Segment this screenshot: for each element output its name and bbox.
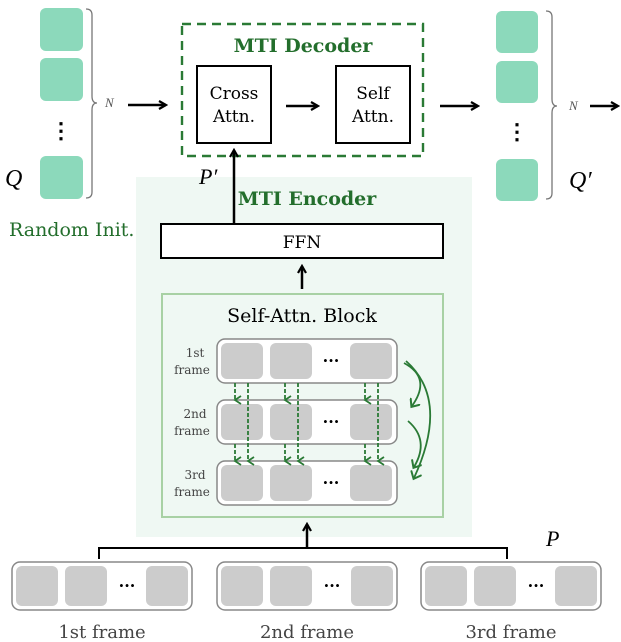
frame-row-label: 3rd [184, 468, 205, 482]
curved-arrow-1st-to-3rd [405, 360, 432, 478]
frame-token [270, 343, 312, 379]
frame-caption: 2nd frame [260, 622, 354, 642]
decoder-title: MTI Decoder [234, 35, 374, 57]
frame-caption: 3rd frame [465, 622, 556, 642]
frame-token [351, 566, 393, 606]
self-attn-box [335, 65, 411, 144]
cross-attn-label-line2: Attn. [212, 107, 255, 127]
output-query-brace [545, 10, 558, 200]
query-token [496, 61, 538, 103]
token-ellipsis: ··· [119, 576, 136, 595]
frame-token [221, 404, 263, 440]
encoder-output-label: P′ [198, 164, 218, 189]
self-attn-block-title: Self-Attn. Block [227, 305, 377, 327]
frame-token [221, 465, 263, 501]
cross-attn-label-line1: Cross [210, 84, 259, 104]
token-row: ··· [216, 460, 398, 506]
token-ellipsis: ··· [528, 576, 545, 595]
frame-token [221, 343, 263, 379]
frame-caption: 1st frame [58, 622, 145, 642]
frame-row-label: 2nd [183, 407, 206, 421]
ffn-label: FFN [283, 233, 322, 253]
random-init-caption: Random Init. [9, 219, 134, 241]
output-query-count: N [568, 98, 579, 113]
token-row: ··· [216, 561, 398, 611]
decoder-box [180, 22, 425, 158]
query-ellipsis: ⋮ [506, 119, 528, 145]
query-token [496, 159, 538, 201]
query-token [40, 156, 83, 199]
token-row: ··· [11, 561, 193, 611]
self-attn-label-line2: Attn. [351, 107, 394, 127]
query-token [496, 11, 538, 53]
frame-token [270, 404, 312, 440]
ffn-box [160, 223, 444, 259]
frame-row-label: frame [174, 485, 210, 499]
frame-token [221, 566, 263, 606]
input-query-brace [85, 8, 98, 199]
encoder-title: MTI Encoder [238, 188, 378, 210]
frame-token [350, 343, 392, 379]
frame-token [425, 566, 467, 606]
frame-token [65, 566, 107, 606]
cross-attn-box [196, 65, 272, 144]
input-query-label: Q [5, 166, 22, 192]
frame-token [555, 566, 597, 606]
frame-row-label: 1st [186, 346, 205, 360]
temporal-attention-arrows [233, 383, 385, 466]
output-query-label: Q′ [569, 168, 592, 194]
frame-token [146, 566, 188, 606]
query-ellipsis: ⋮ [50, 118, 72, 144]
input-query-stack: ⋮ [40, 8, 83, 199]
input-frames-label: P [545, 526, 559, 551]
curved-arrow-2nd-to-3rd [407, 420, 421, 467]
frame-token [270, 465, 312, 501]
frame-rows: ··· 1st frame ··· 2nd frame ··· 3rd frame [174, 338, 398, 506]
frame-token [350, 465, 392, 501]
self-attn-label-line1: Self [356, 84, 391, 104]
self-attn-block [161, 293, 444, 518]
frame-row-label: frame [174, 424, 210, 438]
input-frames: ··· 1st frame ··· 2nd frame ··· 3rd frame [11, 561, 602, 642]
token-ellipsis: ··· [323, 412, 340, 431]
frame-token [474, 566, 516, 606]
input-query-count: N [104, 95, 115, 110]
token-row: ··· [420, 561, 602, 611]
output-query-stack: ⋮ [496, 11, 538, 201]
frame-token [16, 566, 58, 606]
token-row: ··· [216, 399, 398, 445]
frame-token [350, 404, 392, 440]
token-ellipsis: ··· [323, 473, 340, 492]
frame-row-label: frame [174, 363, 210, 377]
query-token [40, 8, 83, 51]
token-row: ··· [216, 338, 398, 384]
token-ellipsis: ··· [323, 351, 340, 370]
frame-token [270, 566, 312, 606]
query-token [40, 58, 83, 101]
curved-arrow-1st-to-2nd [403, 362, 422, 406]
frames-bracket [98, 547, 508, 559]
token-ellipsis: ··· [324, 576, 341, 595]
